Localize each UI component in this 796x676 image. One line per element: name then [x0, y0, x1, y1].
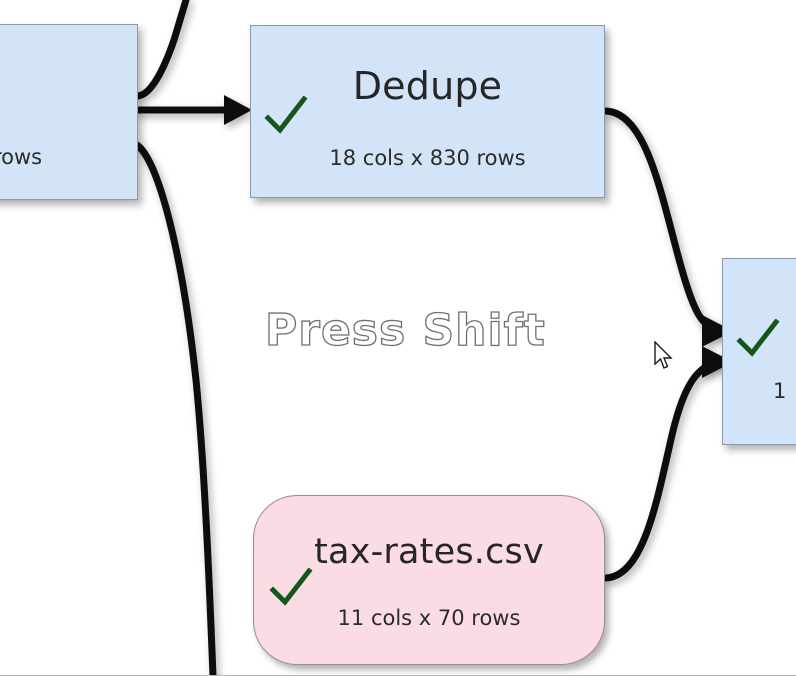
node-dedupe[interactable]: Dedupe 18 cols x 830 rows	[250, 25, 605, 198]
node-csv-title: tax-rates.csv	[314, 532, 544, 572]
edge-dedupe-to-target	[602, 107, 722, 335]
node-tax-rates-csv[interactable]: tax-rates.csv 11 cols x 70 rows	[253, 495, 605, 665]
press-shift-hint: Press Shift	[264, 304, 546, 356]
check-icon	[264, 96, 308, 134]
node-dedupe-title: Dedupe	[352, 64, 503, 108]
node-dedupe-subtitle: 18 cols x 830 rows	[329, 146, 526, 170]
node-target[interactable]: 1	[722, 258, 796, 445]
edge-source-to-bottom	[133, 141, 217, 675]
edge-source-to-top	[133, 0, 190, 100]
node-source-subtitle: x rows	[0, 145, 43, 169]
arrow-pointer-icon	[654, 341, 673, 369]
node-target-subtitle: 1	[773, 379, 787, 403]
node-csv-subtitle: 11 cols x 70 rows	[337, 606, 521, 630]
edge-csv-to-target	[602, 358, 722, 582]
check-icon	[736, 319, 780, 357]
arrowhead-source-to-dedupe	[224, 95, 252, 125]
check-icon	[269, 568, 313, 606]
node-source[interactable]: x rows	[0, 24, 138, 200]
